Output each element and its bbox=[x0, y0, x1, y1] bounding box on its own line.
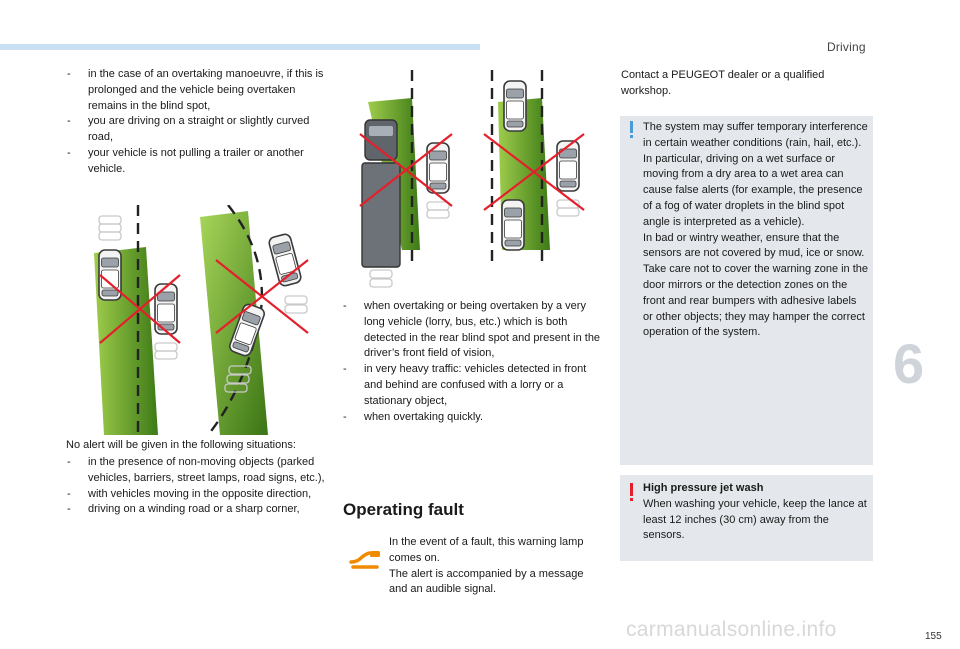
warning-icon-dot bbox=[630, 498, 633, 501]
list-item: driving on a winding road or a sharp cor… bbox=[66, 502, 328, 518]
warning-icon bbox=[630, 483, 633, 496]
situations-list-continued: in the case of an overtaking manoeuvre, … bbox=[66, 67, 328, 178]
information-icon-dot bbox=[630, 135, 633, 138]
list-item: in very heavy traffic: vehicles detected… bbox=[342, 362, 604, 409]
straight-road-illustration bbox=[94, 205, 309, 435]
no-alert-list: in the presence of non-moving objects (p… bbox=[66, 455, 328, 518]
page-number: 155 bbox=[925, 631, 942, 642]
operating-fault-heading: Operating fault bbox=[343, 500, 464, 519]
warning-note-title: High pressure jet wash bbox=[643, 482, 764, 494]
watermark: carmanualsonline.info bbox=[626, 618, 837, 641]
chapter-number: 6 bbox=[893, 332, 925, 395]
warning-note-text: When washing your vehicle, keep the lanc… bbox=[643, 497, 867, 542]
list-item: your vehicle is not pulling a trailer or… bbox=[66, 146, 328, 178]
warning-note: High pressure jet wash When washing your… bbox=[620, 475, 873, 561]
contact-dealer-text: Contact a PEUGEOT dealer or a qualified … bbox=[621, 69, 825, 97]
list-item: you are driving on a straight or slightl… bbox=[66, 114, 328, 146]
information-note: The system may suffer temporary interfer… bbox=[620, 116, 873, 465]
information-icon bbox=[630, 121, 633, 133]
list-item: in the case of an overtaking manoeuvre, … bbox=[66, 67, 328, 114]
operating-fault-text: In the event of a fault, this warning la… bbox=[389, 536, 584, 596]
list-item: in the presence of non-moving objects (p… bbox=[66, 455, 328, 487]
no-alert-intro: No alert will be given in the following … bbox=[66, 439, 296, 451]
list-item: when overtaking or being overtaken by a … bbox=[342, 299, 604, 362]
information-note-text: The system may suffer temporary interfer… bbox=[643, 121, 869, 339]
no-alert-list-continued: when overtaking or being overtaken by a … bbox=[342, 299, 604, 425]
header-color-bar bbox=[0, 44, 480, 50]
section-title: Driving bbox=[827, 40, 866, 54]
list-item: with vehicles moving in the opposite dir… bbox=[66, 487, 328, 503]
list-item: when overtaking quickly. bbox=[342, 410, 604, 426]
long-vehicle-and-traffic-illustration bbox=[359, 70, 585, 288]
blind-spot-warning-lamp-icon bbox=[349, 551, 380, 569]
